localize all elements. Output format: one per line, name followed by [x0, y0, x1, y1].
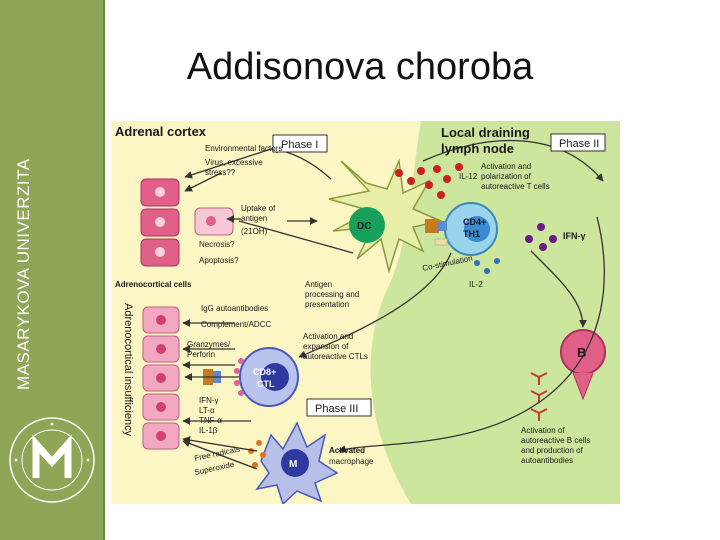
cytokine-tnf: TNF-α	[199, 416, 222, 425]
dendritic-cell	[328, 158, 444, 274]
cd4-label-line1: CD4+	[463, 217, 486, 227]
b-activation-line1: Activation of	[521, 426, 565, 435]
activation-expansion-line1: Activation and	[303, 332, 353, 341]
slide-title: Addisonova choroba	[186, 46, 534, 88]
lymph-node-label-line2: lymph node	[441, 141, 514, 156]
il12-label: IL-12	[459, 172, 478, 181]
university-seal-logo	[9, 417, 95, 503]
virus-label-line1: Virus, excessive	[205, 158, 263, 167]
phase-3-box	[306, 398, 372, 417]
il2-dots	[474, 258, 500, 274]
adrenocortical-cells-damaged	[142, 306, 180, 450]
b-activation-line3: and production of	[521, 446, 584, 455]
uptake-label-line2: antigen	[241, 214, 267, 223]
adrenocortical-insufficiency-label: Adrenocortical insufficiency	[122, 303, 134, 437]
il2-label: IL-2	[469, 280, 483, 289]
cd8-label-line1: CD8+	[253, 367, 276, 377]
activated-macrophage-line1: Activated	[329, 446, 365, 455]
sidebar-divider	[103, 0, 105, 540]
addison-pathogenesis-diagram: Adrenal cortex Phase I Phase II Phase II…	[111, 121, 620, 504]
mhc-complex	[425, 219, 439, 233]
cd4-label-line2: TH1	[463, 229, 480, 239]
adrenal-cortex-label: Adrenal cortex	[115, 124, 207, 139]
university-name: MASARYKOVA UNIVERZITA	[14, 158, 33, 390]
cd4-nucleus	[464, 216, 490, 242]
macrophage-label: M	[289, 459, 297, 470]
activation-expansion-line2: expansion of	[303, 342, 349, 351]
antigen-processing-line3: presentation	[305, 300, 349, 309]
uptake-label-line3: (21OH)	[241, 227, 268, 236]
activation-polarization-line2: polarization of	[481, 172, 532, 181]
cytokine-lt: LT-α	[199, 406, 215, 415]
activation-polarization-line3: autoreactive T cells	[481, 182, 550, 191]
igg-label: IgG autoantibodies	[201, 304, 268, 313]
activated-macrophage-line2: macrophage	[329, 457, 374, 466]
lymph-node-label-line1: Local draining	[441, 125, 530, 140]
activation-polarization-line1: Activation and	[481, 162, 531, 171]
cd8-label-line2: CTL	[257, 379, 275, 389]
phase-2-label: Phase II	[559, 138, 599, 150]
co-stimulation-molecule	[434, 238, 448, 246]
activation-expansion-line3: autoreactive CTLs	[303, 352, 368, 361]
b-activation-line2: autoreactive B cells	[521, 436, 590, 445]
uptake-label-line1: Uptake of	[241, 204, 276, 213]
granzymes-label-line2: Perforin	[187, 350, 215, 359]
virus-label-line2: stress??	[205, 168, 236, 177]
adrenocortical-cells-label: Adrenocortical cells	[115, 280, 192, 289]
university-sidebar	[0, 0, 103, 540]
il12-dots	[395, 163, 463, 199]
phase-1-box	[272, 134, 328, 153]
complement-label: Complement/ADCC	[201, 320, 271, 329]
antigen-processing-line1: Antigen	[305, 280, 332, 289]
necrosis-label: Necrosis?	[199, 240, 235, 249]
b-cell-label: B	[577, 345, 586, 360]
cytokine-ifn: IFN-γ	[199, 396, 219, 405]
antigen-processing-line2: processing and	[305, 290, 359, 299]
ifn-gamma-label: IFN-γ	[563, 231, 586, 241]
cytokine-il1: IL-1β	[199, 426, 218, 435]
phase-3-label: Phase III	[315, 403, 358, 415]
b-activation-line4: autoantibodies	[521, 456, 573, 465]
granzymes-label-line1: Granzymes/	[187, 340, 231, 349]
dc-nucleus	[349, 207, 385, 243]
adrenal-cortex-cells	[140, 178, 180, 267]
ifn-gamma-dots	[525, 223, 557, 251]
environmental-factors-label: Environmental factors	[205, 144, 282, 153]
phase-2-box	[550, 133, 606, 152]
dc-label: DC	[357, 221, 371, 232]
apoptosis-label: Apoptosis?	[199, 256, 239, 265]
phase-1-label: Phase I	[281, 139, 318, 151]
